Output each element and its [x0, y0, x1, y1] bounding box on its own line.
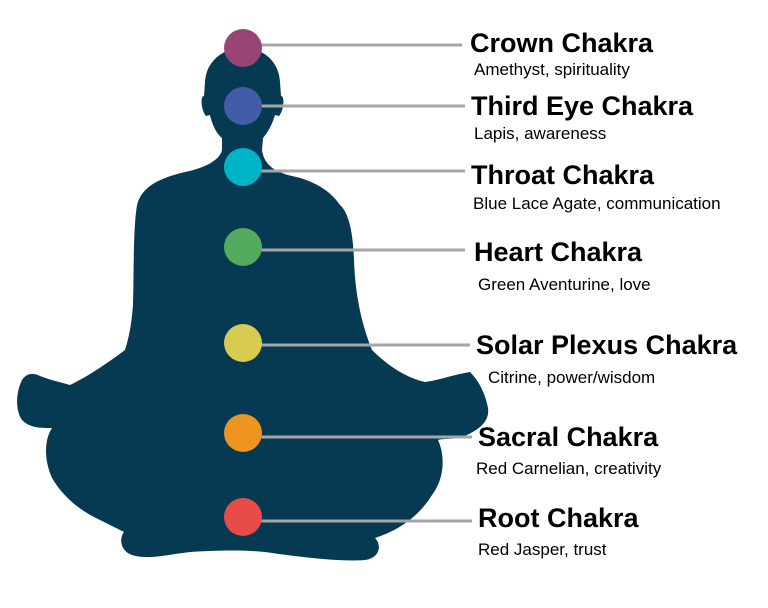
- chakra-description: Amethyst, spirituality: [474, 60, 630, 79]
- chakra-name: Solar Plexus Chakra: [476, 330, 738, 360]
- chakra-dot: [224, 148, 262, 186]
- chakra-name: Sacral Chakra: [478, 422, 659, 452]
- chakra-description: Green Aventurine, love: [478, 275, 651, 294]
- chakra-name: Heart Chakra: [474, 237, 643, 267]
- chakra-dot: [224, 498, 262, 536]
- chakra-description: Blue Lace Agate, communication: [473, 194, 721, 213]
- chakra-dot: [224, 414, 262, 452]
- chakra-name: Throat Chakra: [471, 160, 655, 190]
- chakra-name: Crown Chakra: [470, 28, 654, 58]
- chakra-description: Lapis, awareness: [474, 124, 607, 143]
- chakra-description: Red Carnelian, creativity: [476, 459, 662, 478]
- meditating-figure-silhouette: [17, 48, 489, 561]
- chakra-description: Red Jasper, trust: [478, 540, 607, 559]
- chakra-description: Citrine, power/wisdom: [488, 368, 656, 387]
- chakra-dot: [224, 228, 262, 266]
- chakra-name: Third Eye Chakra: [471, 91, 694, 121]
- chakra-name: Root Chakra: [478, 503, 639, 533]
- chakra-dot: [224, 324, 262, 362]
- chakra-dot: [224, 29, 262, 67]
- chakra-dot: [224, 87, 262, 125]
